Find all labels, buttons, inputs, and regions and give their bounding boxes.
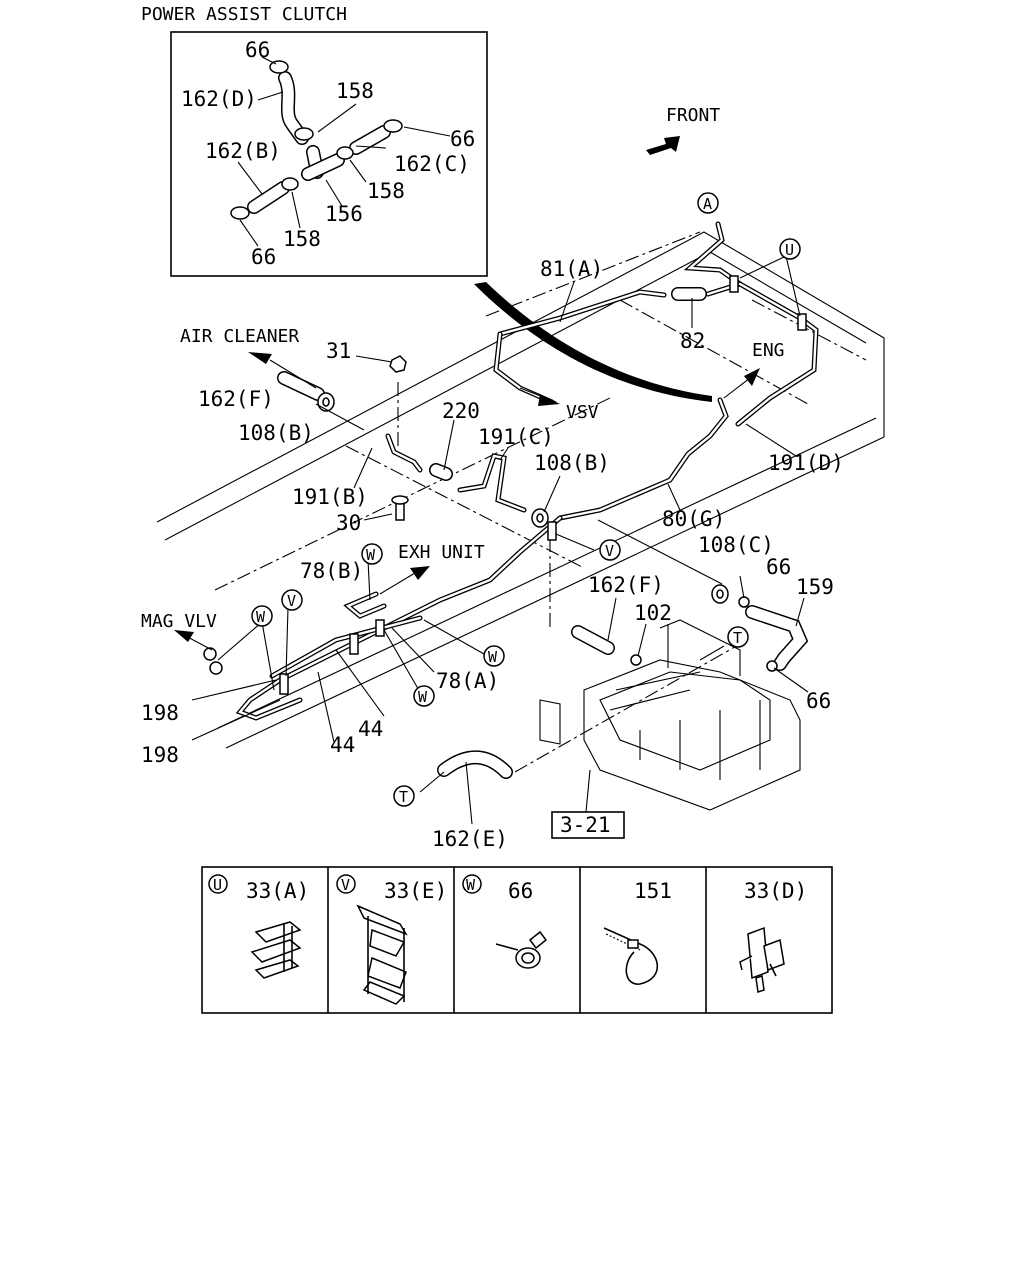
callout-v-mid: V: [599, 539, 621, 561]
hose-parts: [277, 287, 809, 779]
fittings: [317, 355, 778, 672]
pipe-routing: [235, 221, 819, 721]
inset-clamps: [230, 60, 403, 220]
svg-text:T: T: [733, 629, 742, 647]
legend-cell-151: 151: [603, 879, 672, 985]
clip-33a-icon: [250, 921, 302, 979]
callout-t-left: T: [393, 785, 415, 807]
clip-33d-icon: [739, 926, 785, 993]
direction-exh-unit: EXH UNIT: [398, 542, 485, 563]
label-162f-mid: 162(F): [588, 573, 664, 597]
legend-part-151: 151: [634, 879, 672, 903]
label-191b: 191(B): [292, 485, 368, 509]
canister-tank: [539, 619, 801, 811]
cable-tie-151-icon: [603, 927, 659, 985]
legend-part-66: 66: [508, 879, 533, 903]
svg-text:W: W: [256, 608, 266, 626]
label-81a: 81(A): [540, 257, 603, 281]
label-66-lower: 66: [806, 689, 831, 713]
inset-frame: [170, 31, 488, 277]
legend-part-33a: 33(A): [246, 879, 309, 903]
inset-pointer-curve: [474, 282, 712, 402]
direction-vsv: VSV: [566, 402, 599, 423]
inset-leaders: [237, 56, 451, 247]
ref-box-321: [551, 811, 625, 839]
label-162c: 162(C): [394, 152, 470, 176]
svg-text:U: U: [785, 241, 794, 259]
svg-text:W: W: [488, 648, 498, 666]
callout-v-left: V: [281, 589, 303, 611]
label-108b-left: 108(B): [238, 421, 314, 445]
label-162f-left: 162(F): [198, 387, 274, 411]
svg-text:A: A: [703, 195, 712, 213]
direction-eng: ENG: [752, 340, 785, 361]
legend-table: [201, 866, 833, 1014]
label-158-top: 158: [336, 79, 374, 103]
label-162e: 162(E): [432, 827, 508, 851]
label-198-a: 198: [141, 701, 179, 725]
label-156: 156: [325, 202, 363, 226]
callout-a: A: [697, 192, 719, 214]
legend-part-33e: 33(E): [384, 879, 447, 903]
svg-text:V: V: [605, 542, 614, 560]
label-78a: 78(A): [436, 669, 499, 693]
pipe-clamps: [203, 275, 807, 695]
callout-t-right: T: [727, 626, 749, 648]
label-198-b: 198: [141, 743, 179, 767]
callout-w-left: W: [251, 605, 273, 627]
hose-clamp-66-icon: [495, 930, 548, 969]
ref-321: 3-21: [560, 813, 611, 837]
label-44-b: 44: [330, 733, 355, 757]
label-162b: 162(B): [205, 139, 281, 163]
legend-cell-w: W 66: [462, 874, 548, 969]
label-108b-mid: 108(B): [534, 451, 610, 475]
direction-front: FRONT: [666, 105, 720, 126]
label-30: 30: [336, 511, 361, 535]
label-66-bot: 66: [251, 245, 276, 269]
svg-text:T: T: [399, 788, 408, 806]
label-158-bot: 158: [283, 227, 321, 251]
svg-text:U: U: [213, 876, 222, 894]
legend-cell-33d: 33(D): [739, 879, 807, 993]
direction-air-cleaner: AIR CLEANER: [180, 326, 299, 347]
svg-text:W: W: [366, 546, 376, 564]
direction-mag-vlv: MAG VLV: [141, 611, 217, 632]
svg-text:V: V: [287, 592, 296, 610]
label-66-top: 66: [245, 38, 270, 62]
label-82: 82: [680, 329, 705, 353]
label-66-right: 66: [450, 127, 475, 151]
label-158-mid: 158: [367, 179, 405, 203]
callout-w-right: W: [483, 645, 505, 667]
svg-text:V: V: [341, 876, 350, 894]
label-80g: 80(G): [662, 507, 725, 531]
callout-w-bottom: W: [413, 685, 435, 707]
label-191c: 191(C): [478, 425, 554, 449]
label-108c: 108(C): [698, 533, 774, 557]
clip-33e-icon: [356, 904, 408, 1005]
label-66-right: 66: [766, 555, 791, 579]
legend-cell-u: U 33(A): [208, 874, 309, 979]
label-31: 31: [326, 339, 351, 363]
direction-arrows: [174, 352, 760, 651]
label-191d: 191(D): [768, 451, 844, 475]
label-102: 102: [634, 601, 672, 625]
inset-title: POWER ASSIST CLUTCH: [141, 4, 347, 25]
label-44-a: 44: [358, 717, 383, 741]
legend-part-33d: 33(D): [744, 879, 807, 903]
front-arrow-icon: [646, 136, 680, 155]
label-162d: 162(D): [181, 87, 257, 111]
label-220: 220: [442, 399, 480, 423]
label-159: 159: [796, 575, 834, 599]
callout-u: U: [779, 238, 801, 260]
callout-w-top: W: [361, 543, 383, 565]
label-78b: 78(B): [300, 559, 363, 583]
svg-text:W: W: [466, 876, 476, 894]
leader-lines: [191, 255, 809, 825]
inset-hoses: [247, 71, 391, 214]
legend-cell-v: V 33(E): [336, 874, 447, 1005]
svg-text:W: W: [418, 688, 428, 706]
